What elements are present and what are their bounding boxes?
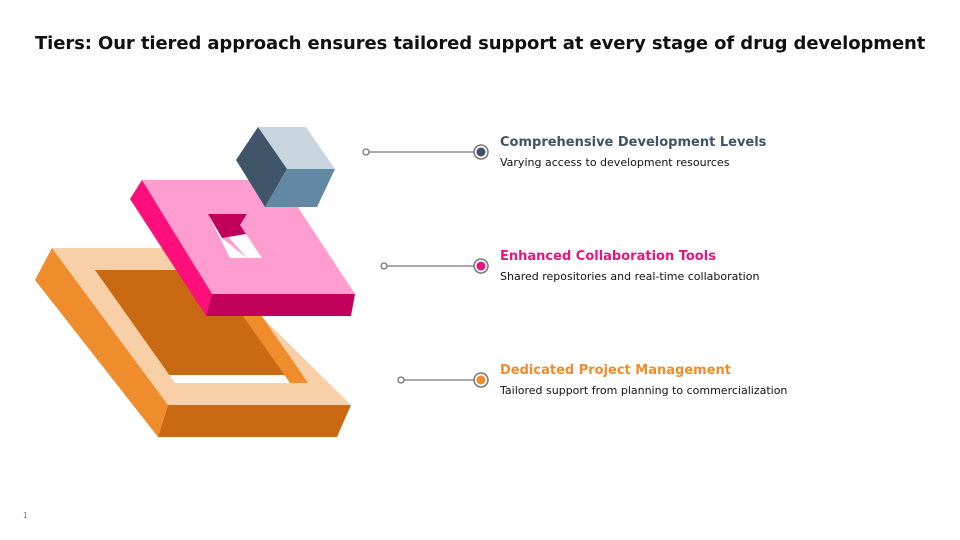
tier-item-collaboration-tools: Enhanced Collaboration Tools Shared repo… [500,249,759,284]
tier-title: Enhanced Collaboration Tools [500,249,716,264]
connector-tier-3 [397,372,489,388]
blue-cube-shape [236,127,335,207]
tier-item-development-levels: Comprehensive Development Levels Varying… [500,135,766,170]
tier-description: Tailored support from planning to commer… [500,384,788,397]
connector-tier-2 [380,258,489,274]
connector-tier-1 [362,144,489,160]
page-title: Tiers: Our tiered approach ensures tailo… [35,33,926,54]
tier-item-project-management: Dedicated Project Management Tailored su… [500,363,787,398]
tier-title: Dedicated Project Management [500,363,731,378]
tier-description: Varying access to development resources [500,156,730,169]
tier-description: Shared repositories and real-time collab… [500,270,760,283]
slide-number: 1 [23,511,29,520]
tier-2-dot-icon [476,261,486,271]
tier-title: Comprehensive Development Levels [500,135,767,150]
tier-1-dot-icon [476,147,486,157]
pink-frame-shape [130,180,355,316]
tier-3-dot-icon [476,375,486,385]
